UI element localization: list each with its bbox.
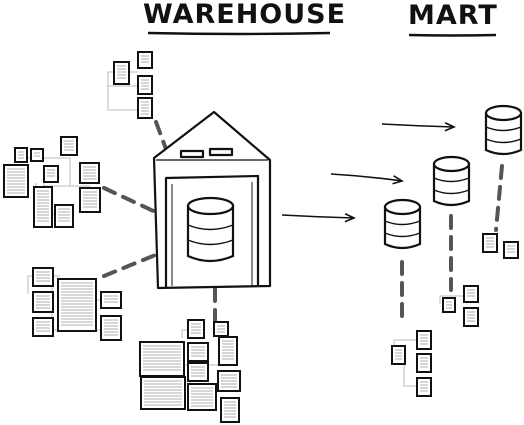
document-icon [60, 136, 78, 156]
document-icon [100, 291, 122, 309]
warehouse-door-frame [164, 174, 260, 288]
document-icon [217, 370, 241, 392]
document-icon [463, 285, 479, 303]
document-icon [463, 307, 479, 327]
warehouse-vent-left [179, 149, 205, 159]
document-icon [33, 186, 53, 228]
mart-database-2 [432, 155, 471, 207]
document-icon [187, 342, 209, 362]
document-icon [137, 97, 153, 119]
document-icon [79, 162, 100, 184]
warehouse-title-underline [147, 31, 331, 36]
document-icon [416, 330, 432, 350]
warehouse-title: WAREHOUSE [143, 0, 347, 30]
mart-database-1 [383, 198, 422, 250]
arrow-warehouse-to-mart [281, 213, 356, 223]
document-icon [57, 278, 97, 332]
document-icon [391, 345, 406, 365]
document-icon [187, 362, 209, 382]
document-icon [416, 377, 432, 397]
mart-title-underline [408, 33, 497, 37]
document-icon [113, 61, 130, 85]
document-icon [3, 164, 29, 198]
connector-left-docs [102, 186, 192, 230]
document-icon [43, 165, 59, 183]
warehouse-vent-right [208, 147, 234, 157]
document-icon [187, 319, 205, 339]
document-icon [14, 147, 28, 163]
document-icon [139, 341, 185, 377]
connector-mart3-docs [494, 164, 504, 232]
document-icon [140, 376, 186, 410]
document-icon [220, 397, 240, 423]
document-icon [30, 148, 44, 162]
document-icon [32, 317, 54, 337]
document-icon [213, 321, 229, 337]
database-cylinder-icon [186, 196, 235, 263]
document-icon [79, 187, 101, 213]
document-icon [416, 353, 432, 373]
document-icon [137, 75, 153, 95]
document-icon [32, 267, 54, 287]
document-clusters [3, 51, 519, 423]
document-icon [100, 315, 122, 341]
document-icon [442, 297, 456, 313]
arrow-to-mart-2 [330, 173, 404, 185]
document-icon [54, 204, 74, 228]
arrow-to-mart-3 [381, 122, 456, 132]
document-icon [503, 241, 519, 259]
document-icon [482, 233, 498, 253]
arrows [281, 122, 456, 223]
mart-title: MART [408, 0, 498, 31]
connector-lower-left-docs [102, 238, 194, 278]
document-icon [218, 336, 238, 366]
document-icon [32, 291, 54, 313]
document-icon [187, 383, 217, 411]
mart-database-3 [484, 104, 523, 156]
document-icon [137, 51, 153, 69]
